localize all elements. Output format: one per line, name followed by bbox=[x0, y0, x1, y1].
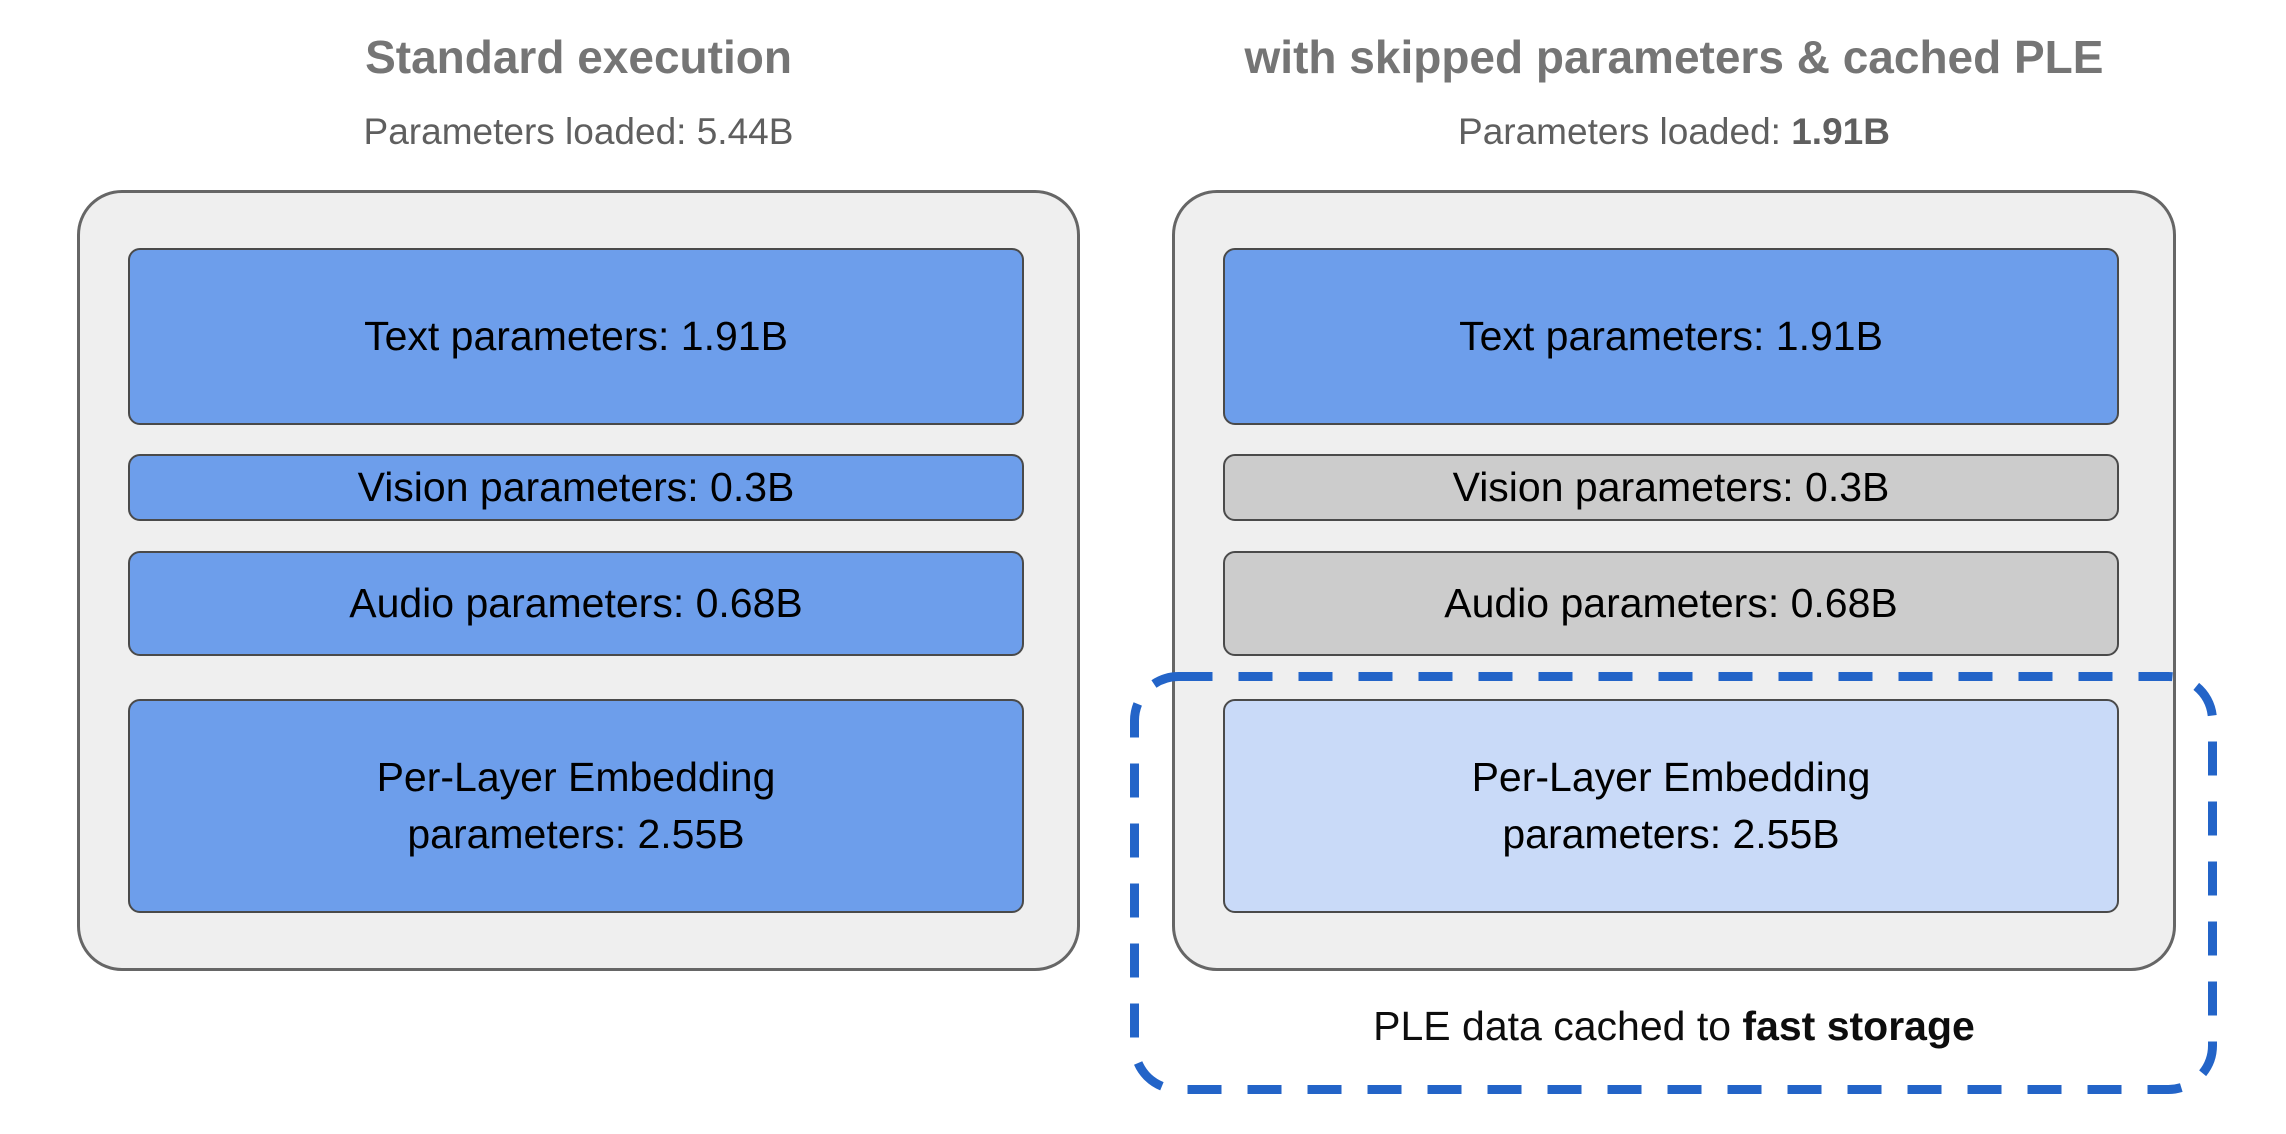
left-ple-parameters-label-line1: Per-Layer Embedding bbox=[376, 753, 776, 800]
right-model-container: Text parameters: 1.91B Vision parameters… bbox=[1172, 190, 2176, 971]
ple-cache-caption-prefix: PLE data cached to bbox=[1373, 1003, 1743, 1049]
left-subtitle-prefix: Parameters loaded: bbox=[363, 111, 697, 152]
left-ple-parameters-box: Per-Layer Embedding parameters: 2.55B bbox=[128, 699, 1024, 913]
left-text-parameters-box: Text parameters: 1.91B bbox=[128, 248, 1024, 425]
left-ple-parameters-label-line2: parameters: 2.55B bbox=[407, 811, 745, 857]
right-panel-subtitle: Parameters loaded: 1.91B bbox=[1172, 110, 2176, 154]
left-vision-parameters-box: Vision parameters: 0.3B bbox=[128, 454, 1024, 521]
right-audio-parameters-label: Audio parameters: 0.68B bbox=[1444, 579, 1898, 626]
left-model-container: Text parameters: 1.91B Vision parameters… bbox=[77, 190, 1080, 971]
right-text-parameters-label: Text parameters: 1.91B bbox=[1459, 312, 1883, 359]
right-ple-parameters-box-cached: Per-Layer Embedding parameters: 2.55B bbox=[1223, 699, 2119, 913]
right-vision-parameters-label: Vision parameters: 0.3B bbox=[1452, 463, 1890, 510]
ple-cache-caption: PLE data cached to fast storage bbox=[1135, 1000, 2213, 1053]
right-text-parameters-box: Text parameters: 1.91B bbox=[1223, 248, 2119, 425]
right-ple-parameters-label-line1: Per-Layer Embedding bbox=[1471, 753, 1871, 800]
left-panel-title: Standard execution bbox=[365, 31, 792, 83]
right-ple-parameters-label-line2: parameters: 2.55B bbox=[1502, 811, 1840, 857]
left-panel-subtitle: Parameters loaded: 5.44B bbox=[77, 110, 1080, 154]
ple-cache-dashed-outline bbox=[1130, 672, 2217, 1094]
right-vision-parameters-box-skipped: Vision parameters: 0.3B bbox=[1223, 454, 2119, 521]
left-audio-parameters-box: Audio parameters: 0.68B bbox=[128, 551, 1024, 656]
right-panel-title: with skipped parameters & cached PLE bbox=[1244, 31, 2104, 83]
left-subtitle-value: 5.44B bbox=[696, 111, 794, 152]
left-audio-parameters-label: Audio parameters: 0.68B bbox=[349, 579, 803, 626]
left-vision-parameters-label: Vision parameters: 0.3B bbox=[357, 463, 795, 510]
right-subtitle-prefix: Parameters loaded: bbox=[1458, 111, 1792, 152]
ple-cache-caption-bold: fast storage bbox=[1742, 1003, 1975, 1049]
right-audio-parameters-box-skipped: Audio parameters: 0.68B bbox=[1223, 551, 2119, 656]
right-subtitle-value: 1.91B bbox=[1791, 111, 1890, 152]
left-text-parameters-label: Text parameters: 1.91B bbox=[364, 312, 788, 359]
